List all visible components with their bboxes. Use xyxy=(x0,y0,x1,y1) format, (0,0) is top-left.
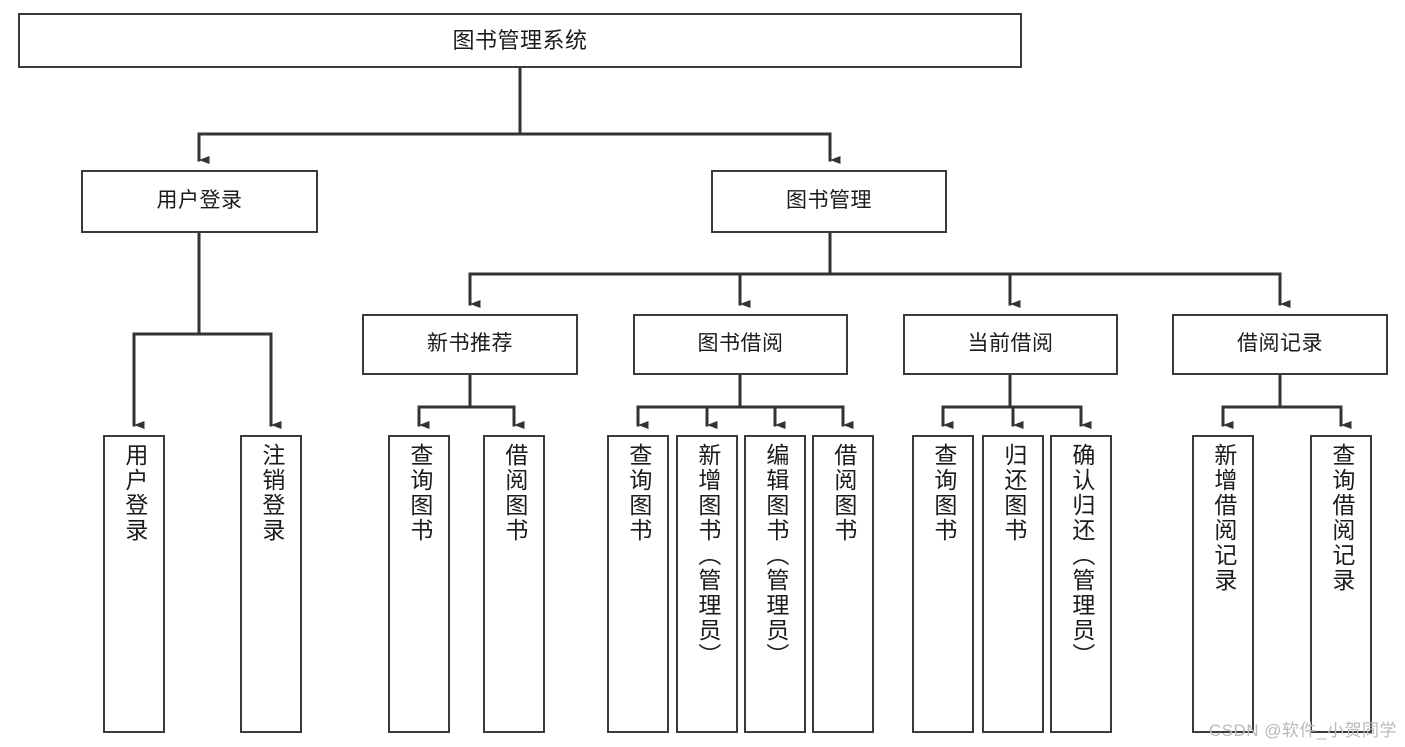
node-leaf-query-book-2-label: 查询图书 xyxy=(625,443,652,543)
node-root-label: 图书管理系统 xyxy=(452,27,588,53)
node-leaf-logout[interactable]: 注销登录 xyxy=(240,435,302,733)
node-root[interactable]: 图书管理系统 xyxy=(18,13,1022,68)
node-leaf-edit-book-label: 编辑图书（管理员） xyxy=(762,443,789,668)
node-leaf-query-record[interactable]: 查询借阅记录 xyxy=(1310,435,1372,733)
node-new-book-recommend-label: 新书推荐 xyxy=(427,332,513,356)
node-leaf-logout-label: 注销登录 xyxy=(258,443,285,543)
node-book-manage[interactable]: 图书管理 xyxy=(711,170,947,233)
node-leaf-borrow-book-2-label: 借阅图书 xyxy=(830,443,857,543)
node-leaf-confirm-return[interactable]: 确认归还（管理员） xyxy=(1050,435,1112,733)
node-leaf-query-book-3[interactable]: 查询图书 xyxy=(912,435,974,733)
node-leaf-confirm-return-label: 确认归还（管理员） xyxy=(1068,443,1095,668)
node-leaf-return-book[interactable]: 归还图书 xyxy=(982,435,1044,733)
node-leaf-query-record-label: 查询借阅记录 xyxy=(1328,443,1355,593)
node-leaf-borrow-book-1-label: 借阅图书 xyxy=(501,443,528,543)
node-user-login-label: 用户登录 xyxy=(156,189,243,213)
node-leaf-add-book[interactable]: 新增图书（管理员） xyxy=(676,435,738,733)
node-leaf-query-book-3-label: 查询图书 xyxy=(930,443,957,543)
node-leaf-add-record[interactable]: 新增借阅记录 xyxy=(1192,435,1254,733)
node-current-borrow-label: 当前借阅 xyxy=(967,332,1054,356)
node-leaf-query-book-2[interactable]: 查询图书 xyxy=(607,435,669,733)
node-leaf-query-book-1[interactable]: 查询图书 xyxy=(388,435,450,733)
node-leaf-user-login[interactable]: 用户登录 xyxy=(103,435,165,733)
node-borrow-record[interactable]: 借阅记录 xyxy=(1172,314,1388,375)
node-leaf-borrow-book-2[interactable]: 借阅图书 xyxy=(812,435,874,733)
node-leaf-edit-book[interactable]: 编辑图书（管理员） xyxy=(744,435,806,733)
node-borrow-record-label: 借阅记录 xyxy=(1237,332,1323,356)
node-current-borrow[interactable]: 当前借阅 xyxy=(903,314,1118,375)
node-book-borrow[interactable]: 图书借阅 xyxy=(633,314,848,375)
node-new-book-recommend[interactable]: 新书推荐 xyxy=(362,314,578,375)
node-user-login[interactable]: 用户登录 xyxy=(81,170,318,233)
node-book-borrow-label: 图书借阅 xyxy=(697,332,784,356)
node-leaf-add-book-label: 新增图书（管理员） xyxy=(694,443,721,668)
node-leaf-borrow-book-1[interactable]: 借阅图书 xyxy=(483,435,545,733)
node-book-manage-label: 图书管理 xyxy=(786,189,872,213)
node-leaf-user-login-label: 用户登录 xyxy=(121,443,148,543)
node-leaf-add-record-label: 新增借阅记录 xyxy=(1210,443,1237,593)
node-leaf-return-book-label: 归还图书 xyxy=(1000,443,1027,543)
node-leaf-query-book-1-label: 查询图书 xyxy=(406,443,433,543)
